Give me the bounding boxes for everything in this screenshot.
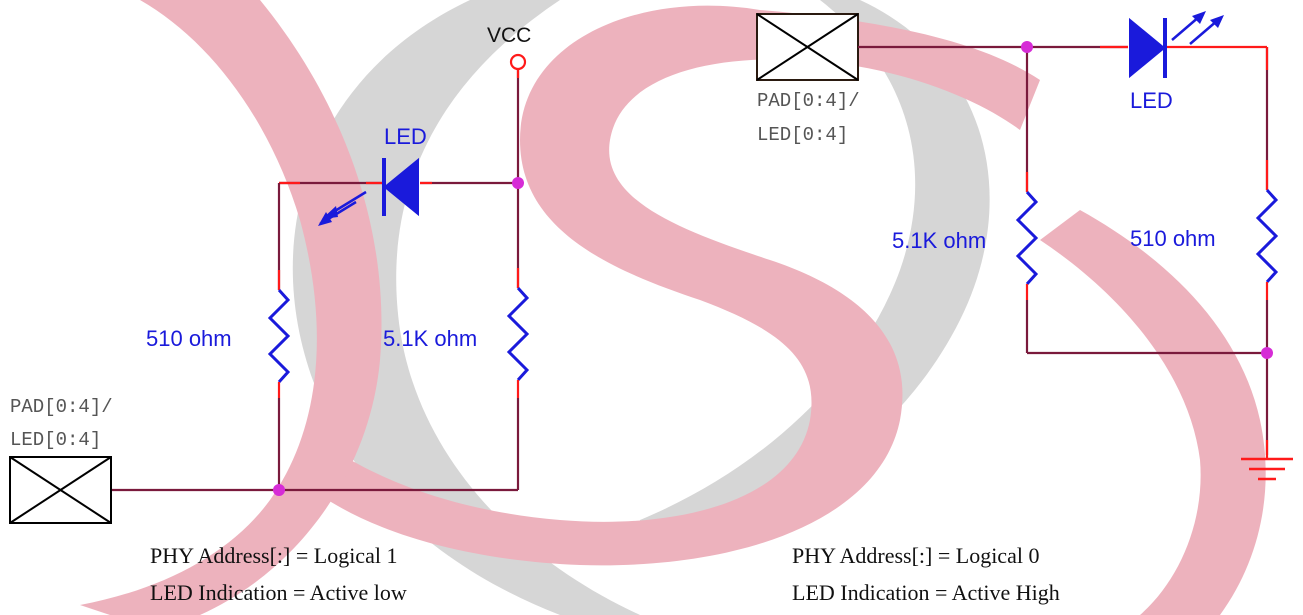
right-resistor-5k1 [1015, 190, 1039, 286]
left-resistor-510-label: 510 ohm [146, 326, 232, 351]
right-caption-line1: PHY Address[:] = Logical 0 [792, 543, 1039, 568]
watermark-red-swoosh-right [1040, 210, 1266, 615]
left-pad-label-line1: PAD[0:4]/ [10, 396, 113, 418]
watermark-red-swoosh-left [80, 0, 382, 615]
left-led-icon [318, 157, 419, 226]
left-resistor-5k1 [506, 286, 530, 382]
left-resistor-510 [267, 288, 291, 384]
left-vcc-label: VCC [487, 24, 531, 47]
right-resistor-510-label: 510 ohm [1130, 226, 1216, 251]
ground-icon [1241, 457, 1293, 481]
left-pad-label-line2: LED[0:4] [10, 429, 101, 451]
right-resistor-5k1-label: 5.1K ohm [892, 228, 986, 253]
right-pad-label-line1: PAD[0:4]/ [757, 90, 860, 112]
left-vcc-terminal [509, 53, 527, 71]
left-junction-bottom [273, 484, 285, 496]
left-led-label: LED [384, 124, 427, 149]
right-junction-top [1021, 41, 1033, 53]
watermark-logo [80, 0, 1266, 615]
watermark-gray-swoosh-left [292, 0, 640, 615]
left-junction-vcc [512, 177, 524, 189]
right-pad-label-line2: LED[0:4] [757, 124, 848, 146]
left-caption-line1: PHY Address[:] = Logical 1 [150, 543, 397, 568]
right-circuit: PAD[0:4]/ LED[0:4] LED 5.1K ohm 5 [756, 11, 1293, 605]
right-led-icon [1129, 11, 1224, 79]
left-pad-cross-b [9, 456, 112, 524]
left-circuit: VCC 510 ohm 5.1K ohm [9, 24, 531, 605]
left-resistor-5k1-label: 5.1K ohm [383, 326, 477, 351]
right-resistor-510 [1255, 188, 1279, 284]
right-led-label: LED [1130, 88, 1173, 113]
right-pad-cross-b [756, 13, 859, 81]
watermark-red-s [300, 5, 1040, 566]
right-caption-line2: LED Indication = Active High [792, 580, 1060, 605]
left-caption-line2: LED Indication = Active low [150, 580, 407, 605]
right-junction-bottom [1261, 347, 1273, 359]
